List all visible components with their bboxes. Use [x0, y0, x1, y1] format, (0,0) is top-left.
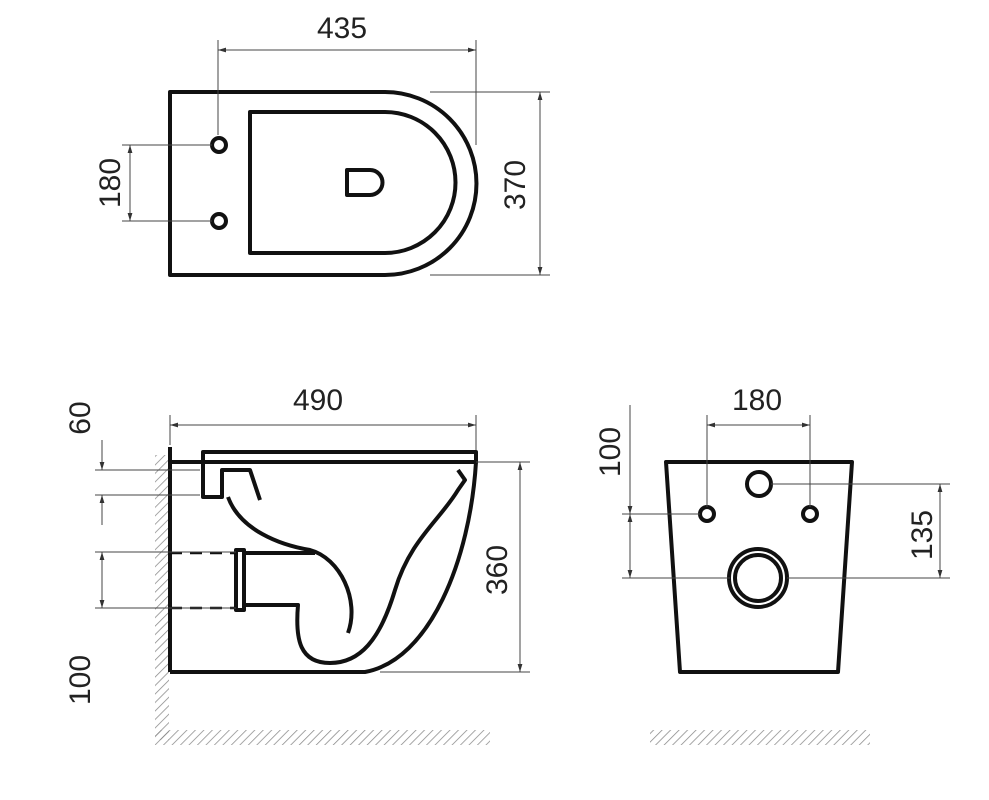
bolt-hole [210, 136, 228, 154]
side-view: 490 360 60 100 [64, 384, 530, 745]
dim-front-bolt-spacing: 180 [732, 384, 782, 417]
dim-front-outlet-to-inlet: 135 [906, 510, 939, 560]
floor-hatch [155, 730, 490, 745]
top-view: 435 180 370 [94, 12, 550, 277]
inlet-hole [745, 470, 773, 498]
dim-side-outlet-height: 100 [64, 655, 97, 705]
dim-side-seat-offset: 60 [64, 401, 97, 434]
outlet-hole [727, 547, 789, 609]
bowl-outline [168, 90, 479, 277]
bolt-hole [698, 505, 716, 523]
dim-top-height: 370 [499, 160, 532, 210]
dim-side-height: 360 [481, 545, 514, 595]
toilet-body-side [170, 460, 478, 674]
front-view: 180 100 135 [594, 384, 950, 745]
dim-side-length: 490 [293, 384, 343, 417]
toilet-body-front [664, 460, 854, 674]
bolt-hole [210, 212, 228, 230]
seat [201, 450, 478, 464]
floor-hatch [650, 730, 870, 745]
drain-symbol [345, 168, 385, 197]
wall-hatch [155, 455, 169, 740]
bolt-hole [801, 505, 819, 523]
bowl-opening [248, 110, 458, 255]
dim-front-inlet-offset: 100 [594, 427, 627, 477]
dim-top-width: 435 [317, 12, 367, 45]
dim-top-bolt-spacing: 180 [94, 158, 127, 208]
